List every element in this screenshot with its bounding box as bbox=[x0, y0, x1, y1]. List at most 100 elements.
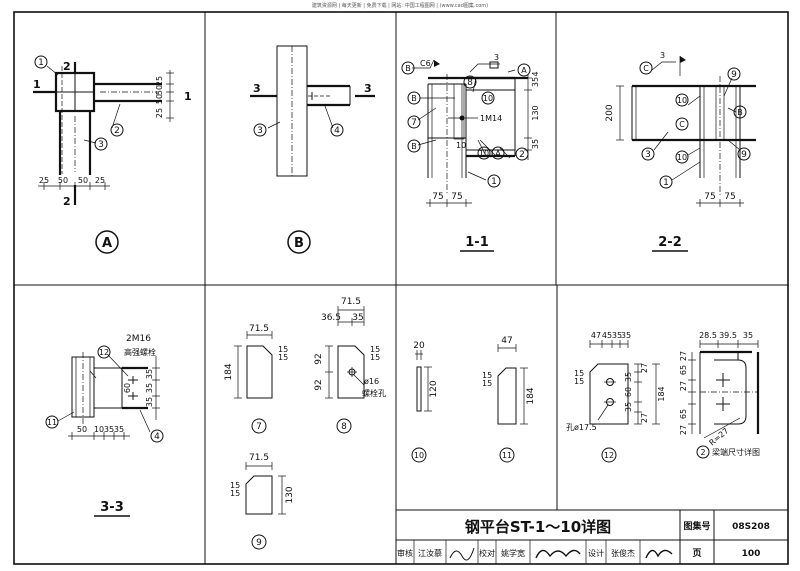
marker-1-1-a-bottom: A bbox=[495, 149, 501, 158]
callout-2-2-10-top: 10 bbox=[677, 96, 687, 105]
bolt-note: 高强螺栓 bbox=[124, 347, 156, 357]
section-mark-b-left: 3 bbox=[253, 82, 261, 95]
callout-3-3-4: 4 bbox=[154, 432, 160, 442]
check-label: 校对 bbox=[479, 548, 495, 558]
dim-a-r1: 25 bbox=[155, 76, 164, 86]
reviewer-name: 江汝慕 bbox=[418, 548, 442, 558]
section-2-2-text: C 3 9 10 B C 9 3 10 1 200 75 75 2-2 bbox=[605, 51, 751, 252]
part-7-label: 7 bbox=[256, 422, 262, 432]
part-7: 71.5 184 15 15 7 bbox=[224, 324, 288, 434]
detail-b-text: 3 3 3 4 B bbox=[253, 82, 372, 254]
part-12-hole: 孔ø17.5 bbox=[566, 423, 597, 432]
beam-end-left-3: 27 bbox=[679, 381, 688, 391]
section-3-3-text: 2M16 高强螺栓 12 11 4 35 35 60 35 50 10 35 3… bbox=[45, 334, 164, 517]
weld-num-1-1: 3 bbox=[494, 53, 499, 62]
panel-a-label: A bbox=[102, 236, 112, 251]
part-8-height-2: 92 bbox=[314, 379, 324, 390]
part-9-height: 130 bbox=[285, 486, 295, 503]
detail-a-text: 1 2 3 1 1 2 2 25 50 50 25 25 50 50 25 A bbox=[33, 55, 192, 254]
part-10-label: 10 bbox=[414, 451, 424, 460]
part-8-width-1: 36.5 bbox=[321, 313, 341, 323]
dim-3-3-b4: 35 bbox=[114, 425, 124, 434]
watermark: 建筑资源网 | 每天更新 | 免费下载 | 网站: 中国工程图网 | (www.… bbox=[312, 2, 488, 9]
part-12-right-1: 27 bbox=[640, 363, 649, 373]
beam-end-left-4: 65 bbox=[679, 409, 688, 419]
design-label: 设计 bbox=[588, 548, 604, 558]
marker-1-1-b-mid: B bbox=[411, 142, 417, 151]
part-8-label: 8 bbox=[341, 422, 347, 432]
dim-3-3-b3: 35 bbox=[104, 425, 114, 434]
dim-a-b3: 50 bbox=[78, 176, 88, 185]
sheet-frame bbox=[13, 11, 789, 565]
callout-2-2-3: 3 bbox=[645, 150, 651, 160]
callout-2-2-9-bottom: 9 bbox=[741, 150, 747, 160]
section-1-1-title: 1-1 bbox=[465, 235, 489, 250]
bolt-label-1m14: 1M14 bbox=[480, 114, 502, 123]
detail-a bbox=[33, 62, 174, 205]
part-8: 71.5 36.5 35 92 92 15 15 ø16 螺栓孔 8 bbox=[314, 297, 386, 434]
section-2-2 bbox=[616, 56, 756, 207]
section-mark-a-left: 1 bbox=[33, 78, 41, 91]
dim-a-r2: 50 bbox=[155, 85, 164, 95]
part-10: 20 120 10 bbox=[411, 341, 439, 463]
beam-end-note: 梁端尺寸详图 bbox=[712, 447, 760, 457]
weld-size-10: 10 bbox=[456, 141, 466, 150]
part-8-width: 71.5 bbox=[341, 297, 361, 307]
part-11-chamfer-2: 15 bbox=[482, 379, 492, 388]
callout-3-3-11: 11 bbox=[47, 418, 57, 427]
part-7-width: 71.5 bbox=[249, 324, 269, 334]
bolt-label-2m16: 2M16 bbox=[126, 334, 151, 344]
dim-a-r4: 25 bbox=[155, 108, 164, 118]
callout-1-1-7: 7 bbox=[411, 118, 417, 128]
beam-end-detail: 28.5 39.5 35 27 65 27 65 27 R=27 2 梁端尺寸详… bbox=[679, 331, 760, 459]
beam-end-label: 2 bbox=[700, 448, 705, 457]
part-11: 47 184 15 15 11 bbox=[482, 336, 536, 463]
panel-b-label: B bbox=[294, 236, 304, 251]
cut-mark-a-top: 2 bbox=[63, 60, 71, 73]
callout-1-1-10a: 10 bbox=[483, 94, 493, 103]
review-label: 审核 bbox=[397, 548, 413, 558]
page-number: 100 bbox=[742, 549, 761, 559]
part-9-width: 71.5 bbox=[249, 453, 269, 463]
dim-1-1-r3: 130 bbox=[531, 105, 540, 120]
dim-a-b4: 25 bbox=[95, 176, 105, 185]
part-7-chamfer-1: 15 bbox=[278, 345, 288, 354]
part-8-width-2: 35 bbox=[352, 313, 363, 323]
dim-3-3-r1: 35 bbox=[145, 369, 154, 379]
checker-signature bbox=[535, 549, 581, 559]
part-12-chamfer-2: 15 bbox=[574, 377, 584, 386]
dim-a-r3: 50 bbox=[155, 94, 164, 104]
part-12-right-5: 27 bbox=[640, 413, 649, 423]
part-8-chamfer-1: 15 bbox=[370, 345, 380, 354]
part-12-right-4: 35 bbox=[624, 402, 633, 412]
callout-2-2-9-top: 9 bbox=[731, 70, 737, 80]
dim-2-2-b2: 75 bbox=[724, 192, 735, 202]
part-12-top-4: 35 bbox=[621, 331, 631, 340]
part-9-chamfer-1: 15 bbox=[230, 481, 240, 490]
dim-1-1-r1: 35 bbox=[531, 77, 540, 87]
dim-3-3-b1: 50 bbox=[77, 425, 87, 434]
part-12-total: 184 bbox=[657, 386, 666, 401]
marker-2-2-c-top: C bbox=[643, 64, 649, 73]
dim-1-1-b1: 75 bbox=[432, 192, 443, 202]
callout-1-1-1: 1 bbox=[491, 177, 497, 187]
marker-1-1-b-top: B bbox=[405, 64, 411, 73]
part-8-hole: ø16 bbox=[364, 377, 379, 386]
section-1-1-text: B C6 3 A B 8 10 7 B 1M14 10 10 A 2 1 35 … bbox=[401, 53, 540, 252]
section-mark-b-right: 3 bbox=[364, 82, 372, 95]
callout-1-1-2: 2 bbox=[519, 150, 525, 160]
dim-1-1-r2: 4 bbox=[531, 71, 540, 76]
dim-3-3-r2: 35 bbox=[145, 383, 154, 393]
section-2-2-title: 2-2 bbox=[658, 235, 682, 250]
marker-1-1-a-top: A bbox=[521, 66, 527, 75]
dim-1-1-b2: 75 bbox=[451, 192, 462, 202]
part-12-chamfer-1: 15 bbox=[574, 369, 584, 378]
callout-3-3-12: 12 bbox=[99, 348, 109, 357]
marker-2-2-b: B bbox=[737, 108, 743, 117]
part-9-label: 9 bbox=[256, 538, 262, 548]
section-mark-a-right: 1 bbox=[184, 90, 192, 103]
section-3-3 bbox=[57, 352, 160, 440]
reviewer-signature bbox=[449, 547, 475, 561]
beam-end-left-2: 65 bbox=[679, 365, 688, 375]
